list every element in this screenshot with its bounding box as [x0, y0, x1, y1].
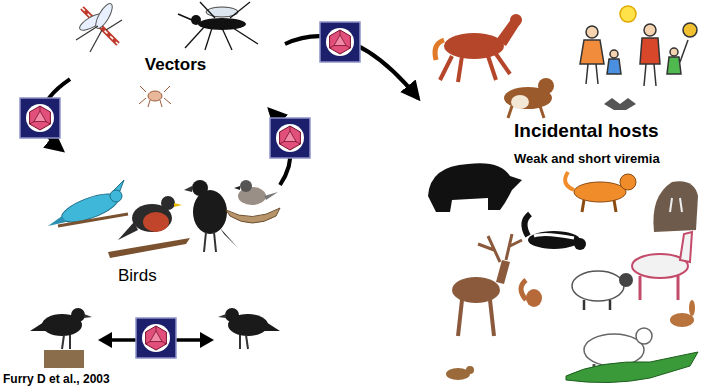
node-heading: Birds — [118, 266, 276, 286]
node-heading: Vectors — [70, 55, 281, 75]
node-group: Incidental hostsWeak and short viremia — [418, 90, 701, 172]
node-group: Vectors — [70, 0, 285, 110]
node-group: Birds — [48, 150, 280, 290]
node-note: Weak and short viremia — [514, 151, 697, 167]
node-heading: Incidental hosts — [514, 120, 697, 143]
citation-note: Furry D et al., 2003 — [3, 372, 110, 386]
